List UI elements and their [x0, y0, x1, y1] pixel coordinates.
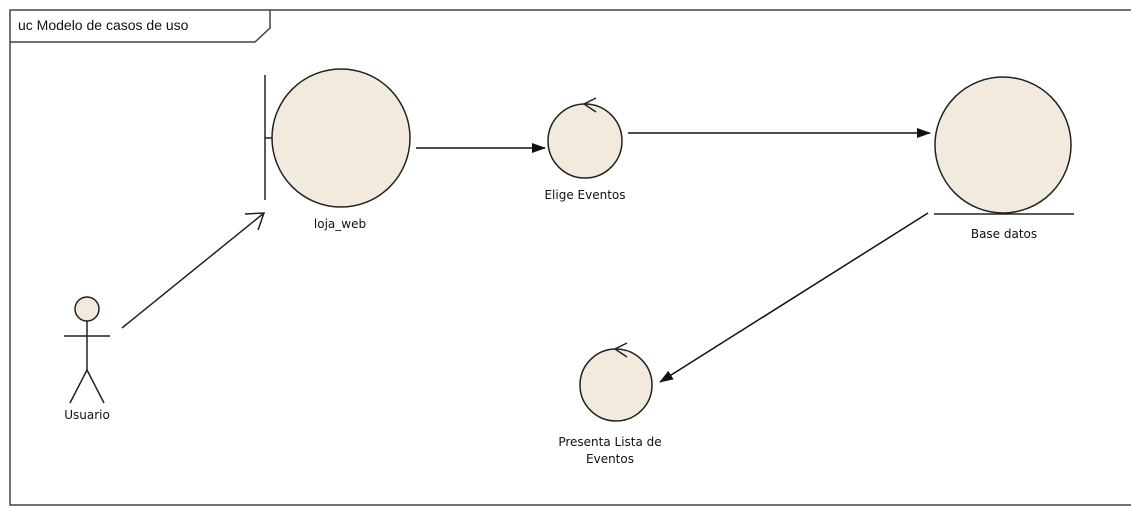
association-usuario-loja-web[interactable]: [121, 212, 266, 329]
boundary-circle: [271, 68, 411, 208]
actor-label: Usuario: [64, 408, 110, 422]
control-elige-label: Elige Eventos: [544, 188, 626, 202]
entity-base-datos[interactable]: [934, 76, 1074, 215]
open-arrowhead-icon: [244, 212, 266, 231]
association-base-datos-presenta-lista[interactable]: [659, 212, 929, 383]
control-presenta-lista-eventos[interactable]: [579, 342, 653, 422]
control-arrow-icon: [613, 342, 628, 358]
actor-head-icon: [74, 296, 100, 322]
diagram-frame: [9, 9, 1131, 506]
control-presenta-label-line1: Presenta Lista de: [558, 435, 662, 449]
control-presenta-label-line2: Eventos: [586, 452, 634, 466]
actor-usuario[interactable]: [64, 296, 110, 404]
control-arrow-icon: [582, 97, 597, 113]
frame-title: uc Modelo de casos de uso: [18, 17, 189, 33]
boundary-label: loja_web: [313, 217, 367, 231]
control-elige-eventos[interactable]: [547, 97, 623, 179]
entity-label: Base datos: [970, 227, 1038, 241]
boundary-loja-web[interactable]: [264, 68, 411, 208]
frame-title-tab: [10, 10, 271, 43]
